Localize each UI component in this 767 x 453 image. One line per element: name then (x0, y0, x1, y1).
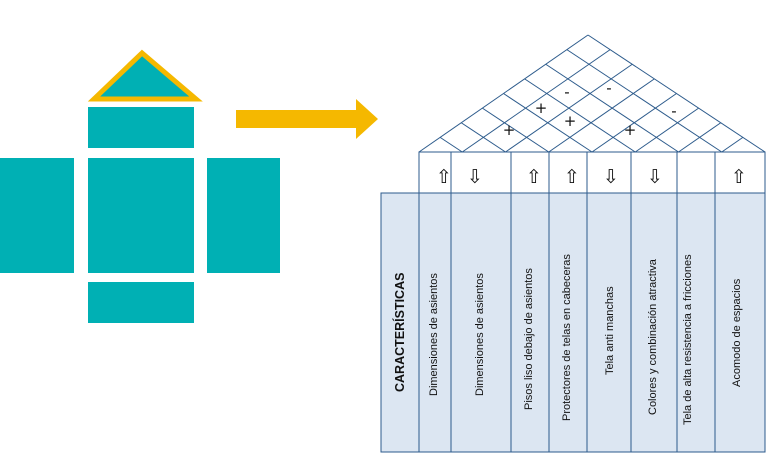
characteristics-panel (380, 192, 766, 453)
house-left-block (0, 158, 74, 273)
column-dividers (418, 152, 716, 452)
roof-symbol-minus: - (671, 102, 677, 120)
house-roof (87, 49, 203, 102)
right-arrow-icon (236, 99, 378, 139)
roof-grid-line (634, 107, 699, 153)
roof-symbol-plus: + (502, 121, 516, 139)
column-label-6: Colores y combinación atractiva (647, 259, 659, 415)
down-arrow-icon: ⇩ (647, 166, 663, 188)
down-arrow-icon: ⇩ (603, 166, 619, 188)
up-arrow-icon: ⇧ (564, 166, 580, 188)
direction-row (418, 151, 766, 194)
correlation-roof (418, 34, 766, 153)
roof-grid-line (461, 49, 611, 153)
characteristics-header: CARACTERÍSTICAS (393, 272, 407, 392)
roof-symbol-plus: + (563, 112, 577, 130)
column-label-1: Dimensiones de asientos (428, 273, 440, 396)
column-label-3: Pisos liso debajo de asientos (523, 268, 535, 410)
up-arrow-icon: ⇧ (731, 166, 747, 188)
roof-grid-line (548, 78, 655, 153)
roof-grid-line (524, 78, 636, 153)
house-right-block (207, 158, 280, 273)
column-label-7: Tela de alta resistencia a fricciones (682, 254, 694, 425)
roof-grid-line (439, 136, 463, 153)
roof-grid-line (721, 136, 744, 153)
roof-symbol-minus: - (606, 79, 612, 97)
roof-symbol-plus: + (623, 121, 637, 139)
roof-symbol-plus: + (534, 99, 548, 117)
up-arrow-icon: ⇧ (526, 166, 542, 188)
house-center-block (88, 158, 194, 273)
column-label-5: Tela anti manchas (604, 286, 616, 375)
up-arrow-icon: ⇧ (436, 166, 452, 188)
roof-grid-line (545, 63, 679, 153)
roof-grid-line (566, 49, 723, 153)
house-top-bar (88, 107, 194, 148)
column-label-8: Acomodo de espacios (731, 278, 743, 387)
down-arrow-icon: ⇩ (467, 166, 483, 188)
house-bottom-bar (88, 282, 194, 323)
column-label-2: Dimensiones de asientos (474, 273, 486, 396)
roof-grid-line (505, 63, 633, 153)
column-label-4: Protectores de telas en cabeceras (561, 254, 573, 421)
roof-symbol-minus: - (564, 83, 570, 101)
roof-grid-line (482, 107, 550, 153)
